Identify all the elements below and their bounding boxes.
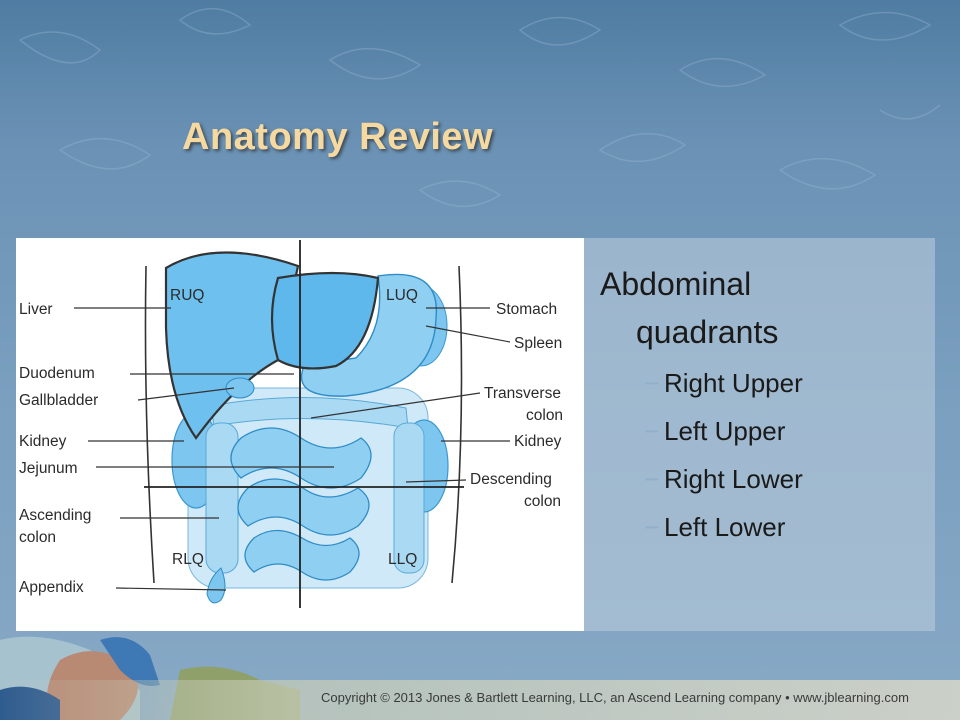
label-ascending-colon-2: colon (19, 529, 56, 546)
label-liver: Liver (19, 301, 53, 318)
quadrant-list: −Right Upper −Left Upper −Right Lower −L… (644, 368, 803, 562)
list-item: −Left Lower (644, 512, 803, 562)
label-descending-colon-2: colon (524, 493, 561, 510)
content-heading-line1: Abdominal (600, 266, 752, 302)
label-spleen: Spleen (514, 335, 562, 352)
footer-band (0, 680, 960, 720)
copyright-text: Copyright © 2013 Jones & Bartlett Learni… (321, 690, 909, 705)
quadrant-label-llq: LLQ (388, 551, 417, 568)
abdominal-diagram: RUQ LUQ RLQ LLQ Liver Duodenum Gallbladd… (16, 238, 584, 631)
label-appendix: Appendix (19, 579, 84, 596)
label-kidney-right: Kidney (514, 433, 562, 450)
label-gallbladder: Gallbladder (19, 392, 98, 409)
slide-title: Anatomy Review (182, 116, 494, 158)
label-descending-colon-1: Descending (470, 471, 552, 488)
dash-bullet-icon: − (644, 368, 660, 398)
list-item-text: Right Lower (664, 464, 803, 494)
quadrant-label-rlq: RLQ (172, 551, 204, 568)
dash-bullet-icon: − (644, 416, 660, 446)
label-kidney-left: Kidney (19, 433, 67, 450)
list-item: −Right Lower (644, 464, 803, 514)
quadrant-label-ruq: RUQ (170, 287, 204, 304)
label-transverse-colon-2: colon (526, 407, 563, 424)
list-item-text: Left Lower (664, 512, 786, 542)
label-ascending-colon-1: Ascending (19, 507, 91, 524)
dash-bullet-icon: − (644, 464, 660, 494)
label-jejunum: Jejunum (19, 460, 78, 477)
abdomen-illustration: RUQ LUQ RLQ LLQ Liver Duodenum Gallbladd… (19, 240, 563, 608)
quadrant-label-luq: LUQ (386, 287, 418, 304)
list-item: −Left Upper (644, 416, 803, 466)
label-transverse-colon-1: Transverse (484, 385, 561, 402)
dash-bullet-icon: − (644, 512, 660, 542)
list-item-text: Left Upper (664, 416, 786, 446)
content-heading-line2: quadrants (636, 314, 779, 350)
label-duodenum: Duodenum (19, 365, 95, 382)
list-item: −Right Upper (644, 368, 803, 418)
label-stomach: Stomach (496, 301, 557, 318)
content-panel: Abdominal quadrants −Right Upper −Left U… (584, 238, 935, 631)
list-item-text: Right Upper (664, 368, 803, 398)
